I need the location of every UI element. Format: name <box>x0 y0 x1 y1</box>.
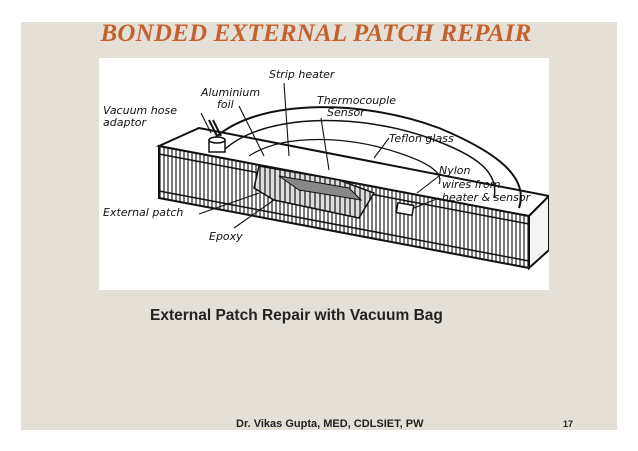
vacuum-hose-adaptor <box>208 119 226 153</box>
label-teflon-glass: Teflon glass <box>389 132 454 145</box>
label-sensor: Sensor <box>327 106 366 119</box>
label-epoxy: Epoxy <box>209 230 243 243</box>
label-adaptor: adaptor <box>103 116 147 129</box>
slide-title: BONDED EXTERNAL PATCH REPAIR <box>100 20 532 47</box>
label-thermocouple: Thermocouple <box>317 94 396 107</box>
label-foil: foil <box>217 98 234 111</box>
label-nylon: Nylon <box>439 164 471 177</box>
patch-repair-diagram: Strip heater Aluminium foil Thermocouple… <box>99 58 549 290</box>
wire-connector <box>395 201 415 217</box>
label-wires-from: wires from <box>442 178 500 191</box>
figure-caption: External Patch Repair with Vacuum Bag <box>150 307 443 324</box>
slide-footer: Dr. Vikas Gupta, MED, CDLSIET, PW <box>236 418 424 430</box>
leader-lines <box>198 82 440 229</box>
page-number: 17 <box>563 419 574 429</box>
label-vacuum-hose: Vacuum hose <box>103 104 177 117</box>
label-heater-sensor: heater & sensor <box>442 191 532 204</box>
diagram-svg: Strip heater Aluminium foil Thermocouple… <box>103 68 549 271</box>
external-patch <box>253 165 376 219</box>
vacuum-bag <box>208 106 522 209</box>
label-strip-heater: Strip heater <box>269 68 336 81</box>
label-aluminium: Aluminium <box>200 86 260 99</box>
label-external-patch: External patch <box>103 206 183 219</box>
